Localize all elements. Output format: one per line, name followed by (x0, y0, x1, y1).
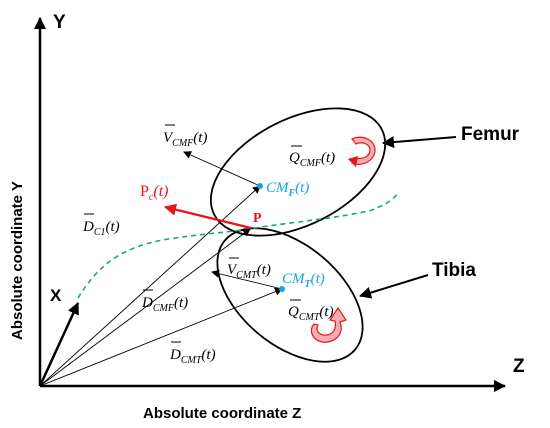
svg-text:DC1(t): DC1(t) (82, 219, 120, 238)
label-q-cmf: QCMF(t) (289, 145, 335, 169)
x-axis (38, 302, 80, 387)
femur-ellipse (209, 107, 387, 237)
svg-text:VCMF(t): VCMF(t) (163, 130, 207, 149)
label-p-c: Pc(t) (140, 183, 168, 203)
label-cm-f: CMF(t) (266, 180, 309, 199)
vector-v-cmf (183, 151, 261, 187)
svg-text:Pc(t): Pc(t) (140, 183, 168, 203)
tibia-rotation-icon (310, 306, 347, 343)
label-q-cmt: QCMT(t) (288, 299, 334, 323)
svg-text:QCMF(t): QCMF(t) (289, 150, 335, 169)
label-d-c1: DC1(t) (82, 213, 120, 238)
svg-text:CMT(t): CMT(t) (282, 271, 325, 290)
svg-text:DCMT(t): DCMT(t) (169, 347, 216, 366)
vector-d-cmt (39, 287, 283, 387)
z-axis-title: Absolute coordinate Z (143, 405, 301, 422)
svg-text:DCMF(t): DCMF(t) (141, 295, 188, 314)
x-axis-letter: X (50, 286, 62, 305)
label-cm-t: CMT(t) (282, 271, 325, 290)
label-d-cmf: DCMF(t) (141, 289, 188, 314)
cm-tibia-point (279, 286, 285, 292)
label-v-cmf: VCMF(t) (163, 124, 207, 149)
contact-path (77, 192, 399, 299)
svg-text:VCMT(t): VCMT(t) (227, 262, 271, 281)
vector-d-c1 (39, 228, 251, 387)
tibia-pointer (359, 274, 429, 299)
cm-femur-point (257, 183, 263, 189)
svg-text:CMF(t): CMF(t) (266, 180, 309, 199)
vector-d-cmf (39, 185, 261, 387)
label-d-cmt: DCMT(t) (169, 341, 216, 366)
y-axis-title: Absolute coordinate Y (9, 181, 26, 340)
tibia-label: Tibia (432, 260, 476, 281)
tibia-ellipse (216, 227, 364, 363)
z-axis-letter: Z (513, 356, 525, 377)
vector-p-c (164, 203, 252, 230)
y-axis-letter: Y (53, 12, 66, 33)
point-p-label: P (253, 211, 262, 226)
femur-rotation-icon (348, 136, 376, 167)
label-v-cmt: VCMT(t) (227, 257, 271, 281)
femur-pointer (382, 136, 457, 149)
femur-label: Femur (461, 124, 520, 145)
svg-text:QCMT(t): QCMT(t) (288, 304, 334, 323)
vector-v-cmt (211, 269, 283, 290)
